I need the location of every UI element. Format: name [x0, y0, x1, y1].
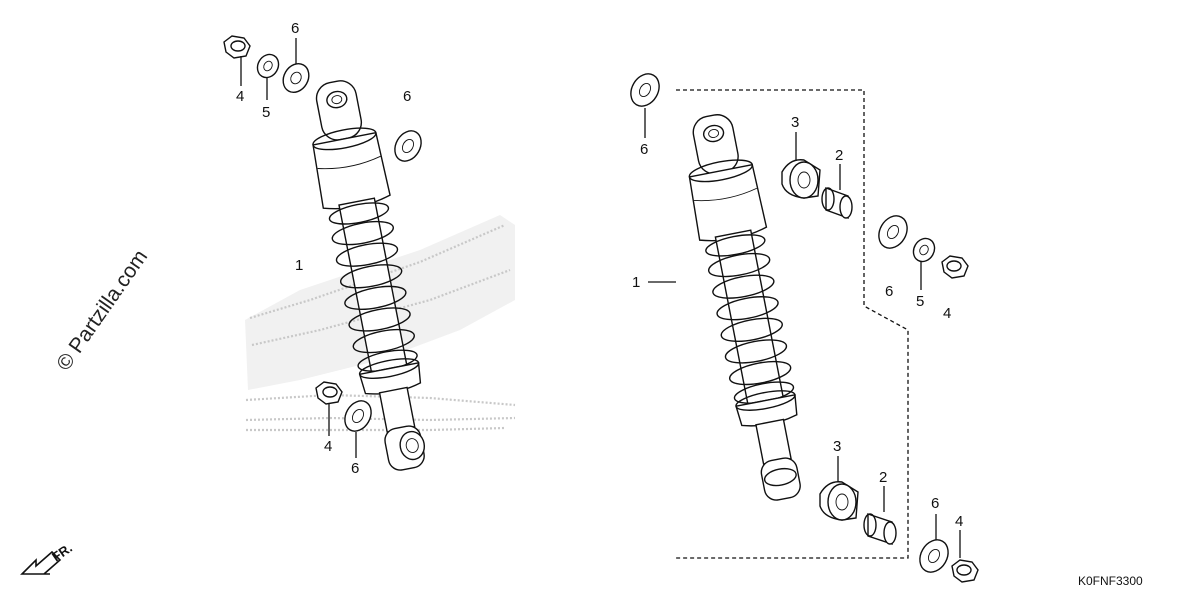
callout-right-right-nut: 4 — [943, 305, 951, 322]
callout-right-right-washer-small: 5 — [916, 293, 924, 310]
right-callouts: 6 3 2 1 6 5 4 3 2 6 4 — [632, 114, 963, 530]
right-assembly-bracket — [676, 89, 909, 559]
right-right-nut — [941, 255, 969, 279]
left-top-washer-large — [282, 62, 310, 94]
callout-left-top-washer-large: 6 — [291, 20, 299, 37]
callout-left-top-nut: 4 — [236, 88, 244, 105]
front-indicator: FR. — [20, 540, 75, 575]
right-upper-collar — [821, 187, 853, 219]
diagram-code: K0FNF3300 — [1078, 574, 1143, 588]
callout-right-upper-collar: 2 — [835, 147, 843, 164]
left-right-washer — [394, 130, 422, 162]
right-leader-lines — [644, 108, 961, 558]
callout-right-bottom-nut: 4 — [955, 513, 963, 530]
callout-left-top-washer-small: 5 — [262, 104, 270, 121]
callout-right-shock: 1 — [632, 274, 640, 291]
callout-right-lower-collar: 2 — [879, 469, 887, 486]
callout-left-bottom-washer: 6 — [351, 460, 359, 477]
left-top-washer-small — [256, 53, 280, 79]
right-right-washer — [878, 215, 908, 249]
callout-right-lower-bushing: 3 — [833, 438, 841, 455]
right-lower-bushing — [819, 481, 859, 521]
callout-right-top-left-washer: 6 — [640, 141, 648, 158]
left-top-nut — [223, 35, 251, 59]
right-bottom-nut — [951, 559, 979, 583]
callout-right-upper-bushing: 3 — [791, 114, 799, 131]
left-leader-lines — [240, 38, 357, 458]
left-callouts: 4 5 6 6 1 4 6 — [236, 20, 411, 477]
watermark: © Partzilla.com — [52, 246, 152, 375]
right-right-washer-small — [912, 237, 936, 263]
left-bottom-washer — [344, 400, 372, 432]
callout-left-right-washer: 6 — [403, 88, 411, 105]
front-arrow-icon — [20, 550, 62, 575]
callout-left-bottom-nut: 4 — [324, 438, 332, 455]
left-bottom-nut — [315, 381, 343, 405]
right-shock-absorber — [688, 114, 801, 501]
callout-right-bottom-washer: 6 — [931, 495, 939, 512]
right-bottom-washer — [919, 539, 949, 573]
right-upper-bushing — [781, 159, 821, 199]
callout-right-right-washer: 6 — [885, 283, 893, 300]
callout-left-shock: 1 — [295, 257, 303, 274]
right-lower-collar — [863, 513, 897, 545]
watermark-text: © Partzilla.com — [52, 246, 152, 375]
left-shock-absorber — [312, 80, 426, 471]
right-top-left-washer — [630, 73, 660, 107]
